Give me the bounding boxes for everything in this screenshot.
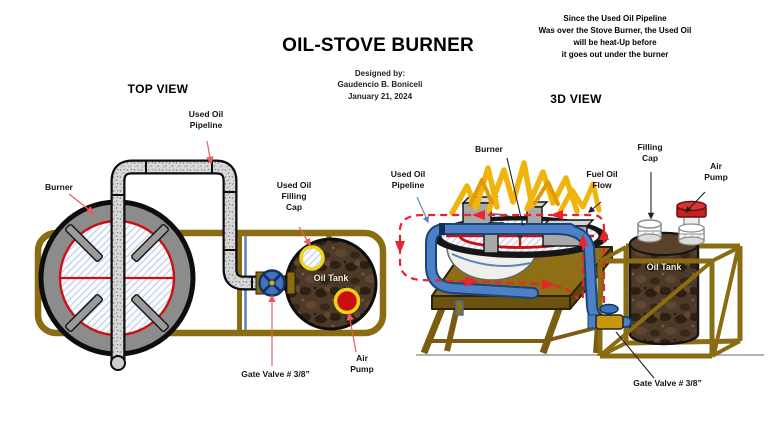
label-burner-top: Burner bbox=[45, 182, 73, 192]
label-air-pump-3d: Air Pump bbox=[704, 161, 728, 182]
label-gate-valve-top: Gate Valve # 3/8” bbox=[241, 369, 310, 379]
design-date: January 21, 2024 bbox=[347, 92, 413, 101]
designed-by-label: Designed by: bbox=[354, 69, 406, 78]
air-pump-3d-icon bbox=[676, 200, 707, 246]
oil-tank-3d-text: Oil Tank bbox=[646, 262, 682, 272]
top-view-heading: TOP VIEW bbox=[127, 82, 189, 96]
author-name: Gaudencio B. Boniceli bbox=[337, 80, 423, 89]
oil-tank-top-icon bbox=[284, 237, 378, 331]
pipe-end-cap-icon bbox=[110, 355, 126, 371]
label-burner-3d: Burner bbox=[475, 144, 503, 154]
filling-cap-3d-icon bbox=[637, 219, 662, 243]
fuel-flow-path-icon bbox=[395, 210, 609, 303]
gate-valve-top-icon bbox=[255, 269, 296, 297]
leader-arrows-top bbox=[68, 140, 357, 366]
pipeline-note: Since the Used Oil Pipeline Was over the… bbox=[538, 14, 692, 59]
flames-icon bbox=[449, 160, 602, 216]
leader-arrows-3d bbox=[416, 157, 706, 379]
label-pipeline-top: Used Oil Pipeline bbox=[188, 109, 224, 130]
pipeline-top-icon bbox=[110, 159, 298, 371]
label-filling-cap-3d: Filling Cap bbox=[637, 142, 663, 163]
page-title: OIL-STOVE BURNER bbox=[282, 35, 474, 56]
filling-cap-top-icon bbox=[299, 245, 325, 271]
label-air-pump-top: Air Pump bbox=[350, 353, 374, 374]
top-view-diagram bbox=[34, 140, 387, 371]
three-d-view-diagram bbox=[395, 157, 764, 379]
air-pump-top-icon bbox=[333, 287, 361, 315]
pipeline-3d-icon bbox=[425, 223, 632, 328]
label-gate-valve-3d: Gate Valve # 3/8” bbox=[633, 378, 702, 388]
label-fuel-flow-3d: Fuel Oil Flow bbox=[586, 169, 618, 190]
oil-tank-top-text: Oil Tank bbox=[313, 273, 349, 283]
three-d-view-heading: 3D VIEW bbox=[550, 92, 602, 106]
label-pipeline-3d: Used Oil Pipeline bbox=[390, 169, 426, 190]
label-filling-cap-top: Used Oil Filling Cap bbox=[276, 180, 312, 212]
gate-valve-3d-icon bbox=[587, 303, 624, 330]
